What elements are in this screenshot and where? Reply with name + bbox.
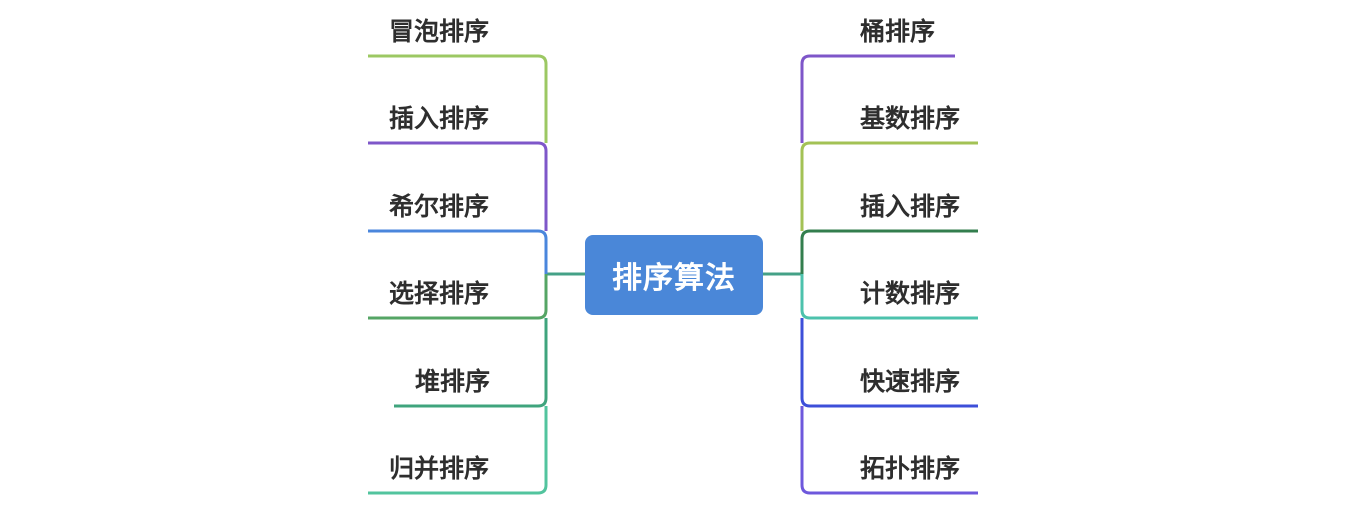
branch-line [800,274,978,320]
branch-topic-right[interactable]: 插入排序 [860,193,961,221]
branch-topic-right[interactable]: 拓扑排序 [860,455,961,483]
branch-line [368,274,548,320]
central-topic-label: 排序算法 [612,262,736,295]
central-topic[interactable]: 排序算法 [585,235,763,315]
branch-line [800,141,978,231]
branch-line [800,406,978,495]
branch-topic-left[interactable]: 插入排序 [389,105,490,133]
branch-line [368,406,548,495]
branch-topic-right[interactable]: 桶排序 [860,18,936,46]
branch-line [394,318,548,408]
branch-line [800,229,978,274]
branch-topic-left[interactable]: 选择排序 [389,280,490,308]
branch-line [368,54,548,143]
branch-line [368,229,548,274]
branch-topic-right[interactable]: 计数排序 [860,280,961,308]
branch-line [800,54,955,143]
branch-line [368,141,548,231]
branch-topic-right[interactable]: 快速排序 [860,368,961,396]
branch-topic-right[interactable]: 基数排序 [860,105,961,133]
branch-topic-left[interactable]: 归并排序 [389,455,490,483]
branch-topic-left[interactable]: 堆排序 [415,368,491,396]
branch-topic-left[interactable]: 希尔排序 [389,193,490,221]
branch-topic-left[interactable]: 冒泡排序 [389,18,490,46]
branch-line [800,318,978,408]
